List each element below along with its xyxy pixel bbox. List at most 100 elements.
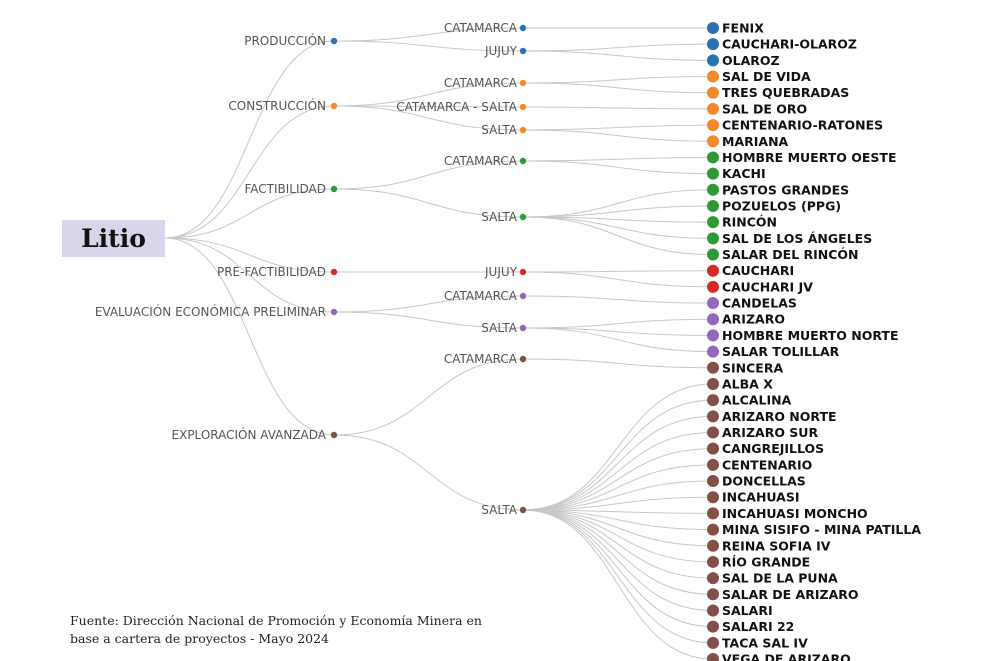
project-label: POZUELOS (PPG) bbox=[722, 198, 841, 213]
province-label: CATAMARCA bbox=[444, 76, 518, 90]
project-node-dot bbox=[707, 329, 719, 342]
stage-to-province-link bbox=[333, 434, 524, 511]
province-to-project-link bbox=[522, 106, 714, 110]
province-to-project-link bbox=[522, 509, 714, 628]
province-to-project-link bbox=[522, 295, 714, 304]
stage-to-province-link bbox=[333, 105, 524, 131]
stage-node-dot bbox=[330, 185, 338, 193]
stage-node-dot bbox=[330, 308, 338, 316]
province-label: SALTA bbox=[481, 210, 517, 224]
province-to-project-link bbox=[522, 156, 714, 162]
province-node-dot bbox=[519, 24, 527, 32]
province-to-project-link bbox=[522, 216, 714, 239]
project-node-dot bbox=[707, 151, 719, 164]
project-node-dot bbox=[707, 475, 719, 488]
province-to-project-link bbox=[522, 383, 714, 511]
project-node-dot bbox=[707, 442, 719, 455]
stage-to-province-link bbox=[333, 27, 524, 42]
project-node-dot bbox=[707, 38, 719, 51]
stage-to-province-link bbox=[333, 82, 524, 107]
project-label: ARIZARO NORTE bbox=[722, 409, 837, 424]
province-to-project-link bbox=[522, 509, 714, 563]
project-label: SAL DE ORO bbox=[722, 101, 807, 116]
province-to-project-link bbox=[522, 399, 714, 511]
province-to-project-link bbox=[522, 509, 714, 611]
project-node-dot bbox=[707, 313, 719, 326]
province-to-project-link bbox=[522, 327, 714, 336]
project-label: ALCALINA bbox=[722, 393, 792, 408]
project-node-dot bbox=[707, 54, 719, 67]
project-label: CAUCHARI bbox=[722, 263, 794, 278]
province-node-dot bbox=[519, 355, 527, 363]
project-node-dot bbox=[707, 426, 719, 439]
project-label: CAUCHARI JV bbox=[722, 279, 813, 294]
project-label: VEGA DE ARIZARO bbox=[722, 652, 851, 661]
stage-node-dot bbox=[330, 102, 338, 110]
project-node-dot bbox=[707, 119, 719, 132]
province-label: CATAMARCA bbox=[444, 289, 518, 303]
project-node-dot bbox=[707, 86, 719, 99]
project-label: SALARI 22 bbox=[722, 619, 794, 634]
project-node-dot bbox=[707, 539, 719, 552]
province-to-project-link bbox=[522, 318, 714, 329]
stage-node-dot bbox=[330, 431, 338, 439]
project-label: SALAR TOLILLAR bbox=[722, 344, 840, 359]
province-to-project-link bbox=[522, 432, 714, 511]
root-to-stage-link bbox=[164, 40, 335, 239]
province-to-project-link bbox=[522, 327, 714, 353]
root-to-stage-link bbox=[164, 237, 335, 436]
project-label: MARIANA bbox=[722, 134, 789, 149]
stage-to-province-link bbox=[333, 295, 524, 313]
project-label: CANGREJILLOS bbox=[722, 441, 824, 456]
province-to-project-link bbox=[522, 82, 714, 94]
project-node-dot bbox=[707, 507, 719, 520]
province-node-dot bbox=[519, 324, 527, 332]
province-to-project-link bbox=[522, 464, 714, 511]
project-label: REINA SOFIA IV bbox=[722, 538, 831, 553]
project-label: TRES QUEBRADAS bbox=[722, 85, 849, 100]
province-node-dot bbox=[519, 47, 527, 55]
project-label: CANDELAS bbox=[722, 296, 797, 311]
root-node: Litio bbox=[62, 220, 165, 257]
stage-label: PRODUCCIÓN bbox=[244, 33, 326, 48]
province-to-project-link bbox=[522, 205, 714, 218]
project-node-dot bbox=[707, 232, 719, 245]
project-node-dot bbox=[707, 410, 719, 423]
project-node-dot bbox=[707, 297, 719, 310]
project-node-dot bbox=[707, 588, 719, 601]
province-node-dot bbox=[519, 268, 527, 276]
project-node-dot bbox=[707, 102, 719, 115]
province-label: JUJUY bbox=[484, 265, 518, 279]
province-to-project-link bbox=[522, 509, 714, 660]
province-to-project-link bbox=[522, 129, 714, 142]
province-to-project-link bbox=[522, 271, 714, 288]
stage-label: CONSTRUCCIÓN bbox=[228, 98, 326, 113]
stage-to-province-link bbox=[333, 40, 524, 52]
project-node-dot bbox=[707, 264, 719, 277]
province-label: CATAMARCA bbox=[444, 154, 518, 168]
province-node-dot bbox=[519, 103, 527, 111]
nodes-layer: FENIXCATAMARCACAUCHARI-OLAROZOLAROZJUJUY… bbox=[95, 21, 921, 661]
province-node-dot bbox=[519, 79, 527, 87]
project-label: INCAHUASI bbox=[722, 490, 800, 505]
project-label: TACA SAL IV bbox=[722, 635, 808, 650]
stage-label: FACTIBILIDAD bbox=[244, 182, 326, 196]
root-to-stage-link bbox=[164, 237, 335, 313]
project-node-dot bbox=[707, 22, 719, 34]
province-node-dot bbox=[519, 292, 527, 300]
project-node-dot bbox=[707, 620, 719, 633]
province-to-project-link bbox=[522, 496, 714, 511]
province-to-project-link bbox=[522, 358, 714, 369]
province-label: SALTA bbox=[481, 321, 517, 335]
project-node-dot bbox=[707, 653, 719, 661]
project-label: PASTOS GRANDES bbox=[722, 182, 849, 197]
province-node-dot bbox=[519, 157, 527, 165]
project-node-dot bbox=[707, 604, 719, 617]
project-node-dot bbox=[707, 248, 719, 261]
project-label: ARIZARO SUR bbox=[722, 425, 818, 440]
stage-to-province-link bbox=[333, 105, 524, 108]
province-to-project-link bbox=[522, 509, 714, 514]
stage-node-dot bbox=[330, 268, 338, 276]
